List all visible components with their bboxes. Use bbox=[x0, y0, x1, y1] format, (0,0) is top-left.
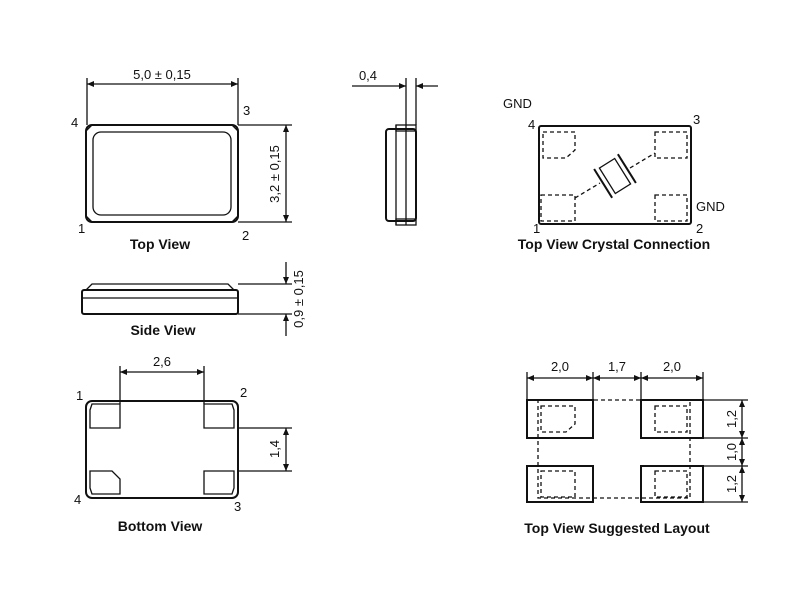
bottom-pin-1-label: 1 bbox=[76, 388, 83, 403]
height-dimension-label: 3,2 ± 0,15 bbox=[267, 145, 282, 203]
gnd-label-top: GND bbox=[503, 96, 532, 111]
layout-pad-outline bbox=[540, 470, 576, 498]
pin-4-label: 4 bbox=[71, 115, 78, 130]
pin-3-label: 3 bbox=[243, 103, 250, 118]
bottom-view-outline bbox=[85, 400, 239, 499]
side-view: 0,9 ± 0,15 Side View bbox=[81, 262, 306, 338]
layout-pad-outline bbox=[654, 470, 688, 498]
bottom-pad-3 bbox=[203, 470, 235, 495]
dim-arrowheads bbox=[399, 83, 423, 89]
crystal-pad-2 bbox=[654, 194, 688, 222]
crystal-symbol bbox=[593, 153, 637, 199]
pin-2-label: 2 bbox=[242, 228, 249, 243]
layout-land-pad bbox=[640, 465, 704, 503]
layout-package-outline bbox=[537, 399, 691, 499]
corner-notch bbox=[85, 215, 93, 223]
layout-pad-outline bbox=[540, 405, 576, 433]
layout-view-caption: Top View Suggested Layout bbox=[524, 520, 710, 536]
crystal-view-outline bbox=[538, 125, 692, 225]
side-view-outline bbox=[81, 289, 239, 315]
package-lid bbox=[92, 131, 232, 216]
crystal-connection-line bbox=[629, 152, 656, 169]
gnd-label-right: GND bbox=[696, 199, 725, 214]
bottom-pin-2-label: 2 bbox=[240, 385, 247, 400]
crystal-pin-2-label: 2 bbox=[696, 221, 703, 236]
package-outline bbox=[85, 124, 239, 223]
bottom-pad-1 bbox=[89, 403, 121, 429]
corner-notch bbox=[231, 124, 239, 132]
crystal-plate bbox=[617, 153, 637, 184]
crystal-connection-line bbox=[574, 182, 601, 199]
crystal-pin-4-label: 4 bbox=[528, 117, 535, 132]
bottom-pin-3-label: 3 bbox=[234, 499, 241, 514]
crystal-connection-view: GND GND 1 2 3 4 Top View Crystal Connect… bbox=[503, 96, 725, 252]
pad-height-dimension-label: 1,4 bbox=[267, 440, 282, 458]
end-view-cap bbox=[395, 218, 417, 226]
crystal-pad-4 bbox=[542, 131, 576, 159]
dim-gap: 1,7 bbox=[608, 359, 626, 374]
dim-pad-height-top: 1,2 bbox=[724, 410, 739, 428]
layout-pad-outline bbox=[654, 405, 688, 433]
bottom-pad-4 bbox=[89, 470, 121, 495]
thickness-dimension-label: 0,4 bbox=[359, 68, 377, 83]
crystal-pad-3 bbox=[654, 131, 688, 159]
dim-pad-width-left: 2,0 bbox=[551, 359, 569, 374]
width-dimension-label: 5,0 ± 0,15 bbox=[133, 67, 191, 82]
side-view-caption: Side View bbox=[130, 322, 195, 338]
crystal-body bbox=[598, 157, 632, 195]
dim-pad-width-right: 2,0 bbox=[663, 359, 681, 374]
side-height-dimension-label: 0,9 ± 0,15 bbox=[291, 270, 306, 328]
layout-land-pad bbox=[526, 399, 594, 439]
bottom-view: 2,6 1,4 1 2 3 4 Bottom View bbox=[74, 354, 292, 534]
layout-land-pad bbox=[640, 399, 704, 439]
top-view: 5,0 ± 0,15 3,2 ± 0,15 1 2 3 4 Top View bbox=[71, 67, 292, 252]
dim-pad-height-bottom: 1,2 bbox=[724, 475, 739, 493]
layout-land-pad bbox=[526, 465, 594, 503]
side-view-lid bbox=[85, 283, 235, 291]
end-view-outline bbox=[385, 128, 417, 222]
corner-notch bbox=[231, 215, 239, 223]
top-view-caption: Top View bbox=[130, 236, 190, 252]
crystal-pin-1-label: 1 bbox=[533, 221, 540, 236]
end-view: 0,4 bbox=[352, 68, 438, 226]
suggested-layout-view: 2,0 1,7 2,0 1,2 1,0 1,2 Top View Suggest… bbox=[524, 359, 748, 536]
crystal-pad-1 bbox=[540, 194, 576, 222]
pad-spacing-dimension-label: 2,6 bbox=[153, 354, 171, 369]
crystal-plate bbox=[593, 168, 613, 199]
bottom-pin-4-label: 4 bbox=[74, 492, 81, 507]
corner-notch bbox=[85, 124, 93, 132]
crystal-view-caption: Top View Crystal Connection bbox=[518, 236, 710, 252]
bottom-pad-2 bbox=[203, 403, 235, 429]
pin-1-label: 1 bbox=[78, 221, 85, 236]
bottom-view-caption: Bottom View bbox=[118, 518, 203, 534]
dim-vertical-gap: 1,0 bbox=[724, 443, 739, 461]
crystal-pin-3-label: 3 bbox=[693, 112, 700, 127]
